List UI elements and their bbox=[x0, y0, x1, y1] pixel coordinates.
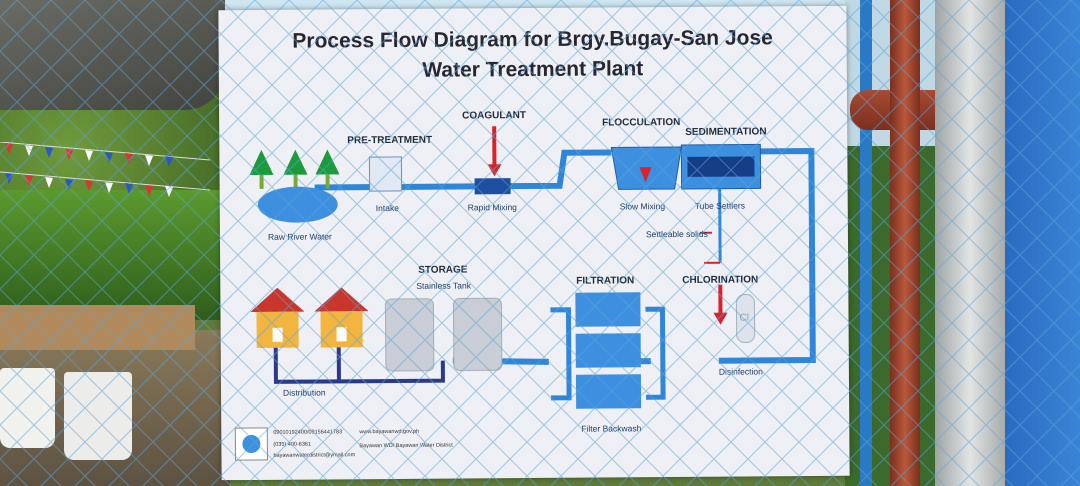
filter-icon bbox=[575, 374, 642, 409]
tree-icon bbox=[249, 149, 340, 189]
heading-chlorination: CHLORINATION bbox=[682, 274, 759, 286]
process-flow-poster: Process Flow Diagram for Brgy.Bugay-San … bbox=[218, 5, 850, 481]
tent-canopy bbox=[0, 0, 225, 110]
label-distribution: Distribution bbox=[283, 387, 326, 398]
label-intake: Intake bbox=[375, 202, 399, 214]
footer-facebook: Bayawan WD/ Bayawan Water District bbox=[359, 442, 453, 450]
heading-flocculation: FLOCCULATION bbox=[602, 116, 681, 129]
bunting-flags bbox=[0, 142, 210, 197]
white-bucket bbox=[0, 368, 55, 448]
rusty-pipe bbox=[890, 0, 920, 486]
footer-website: www.bayawanwd.gov.ph bbox=[359, 428, 420, 436]
label-tube-settlers: Tube Settlers bbox=[694, 200, 746, 211]
heading-coagulant: COAGULANT bbox=[462, 110, 527, 122]
rapid-mixing-icon bbox=[474, 178, 511, 195]
grass-field bbox=[0, 190, 230, 320]
heading-filtration: FILTRATION bbox=[576, 275, 635, 287]
heading-sedimentation: SEDIMENTATION bbox=[685, 126, 767, 138]
river-water-icon bbox=[257, 186, 338, 223]
label-filter-backwash: Filter Backwash bbox=[581, 423, 642, 434]
stainless-tank-icon bbox=[452, 297, 503, 372]
label-disinfection: Disinfection bbox=[718, 366, 763, 377]
label-raw-river-water: Raw River Water bbox=[267, 231, 332, 242]
house-icon bbox=[314, 287, 369, 348]
stainless-tank-icon bbox=[384, 298, 435, 372]
filter-icon bbox=[575, 292, 641, 327]
label-slow-mixing: Slow Mixing bbox=[619, 201, 666, 212]
footer-phones: 09010192400/09156441783 bbox=[273, 429, 343, 436]
steel-pole bbox=[935, 0, 1005, 486]
white-bucket bbox=[64, 372, 132, 460]
coagulant-arrow-icon bbox=[487, 164, 502, 177]
intake-icon bbox=[368, 156, 403, 192]
chlorine-arrow-icon bbox=[713, 312, 728, 325]
label-stainless-tank: Stainless Tank bbox=[416, 280, 471, 291]
footer-email: bayawanwaterdistrict@ymail.com bbox=[273, 452, 356, 459]
footer-landline: (035) 400-6361 bbox=[273, 441, 312, 448]
house-icon bbox=[250, 287, 305, 348]
blue-wall bbox=[1005, 0, 1080, 486]
flow-diagram bbox=[234, 126, 816, 461]
heading-storage: STORAGE bbox=[418, 264, 468, 276]
heading-pretreatment: PRE-TREATMENT bbox=[347, 134, 433, 147]
label-rapid-mixing: Rapid Mixing bbox=[467, 202, 517, 213]
label-chlorine-symbol: Cl bbox=[739, 312, 750, 324]
blue-fence-post bbox=[860, 0, 872, 486]
label-settleable-solids: Settleable solids bbox=[645, 228, 708, 240]
cardboard-boxes bbox=[0, 305, 195, 350]
filter-icon bbox=[575, 333, 641, 368]
